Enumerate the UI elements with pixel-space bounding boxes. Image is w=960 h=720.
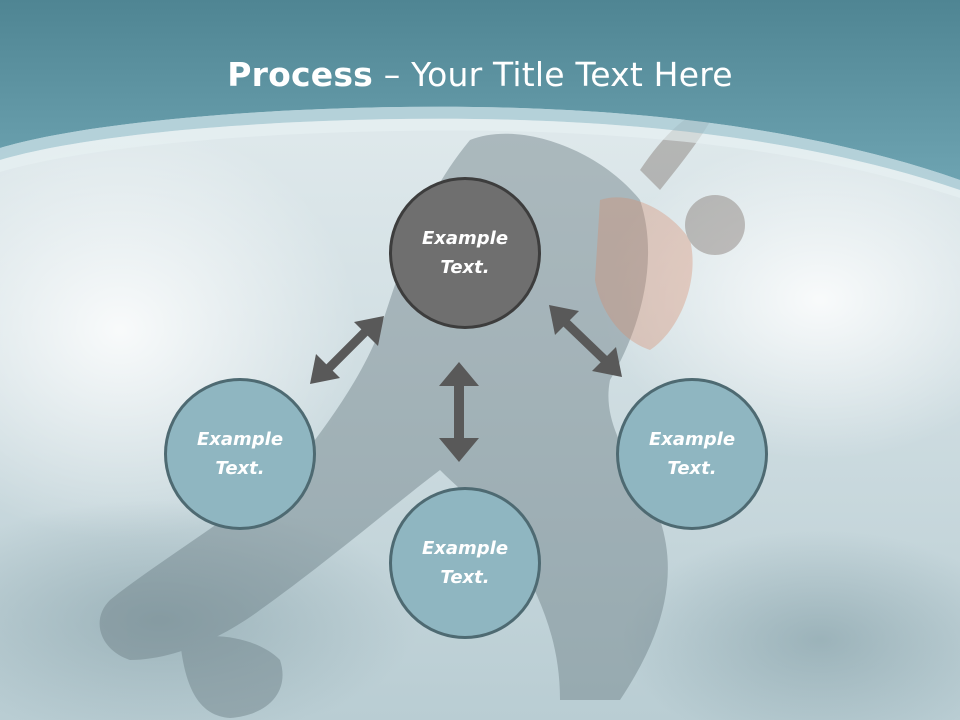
node-right-label: Example Text. (648, 429, 736, 479)
process-node-left[interactable]: Example Text. (164, 378, 316, 530)
process-node-top[interactable]: Example Text. (389, 177, 541, 329)
title-bold: Process (227, 55, 374, 94)
node-left-label: Example Text. (196, 429, 284, 479)
title-rest: – Your Title Text Here (373, 55, 733, 94)
node-bottom-label: Example Text. (421, 538, 509, 588)
node-top-label: Example Text. (421, 228, 509, 278)
process-node-bottom[interactable]: Example Text. (389, 487, 541, 639)
slide-title: Process – Your Title Text Here (0, 52, 960, 98)
process-node-right[interactable]: Example Text. (616, 378, 768, 530)
